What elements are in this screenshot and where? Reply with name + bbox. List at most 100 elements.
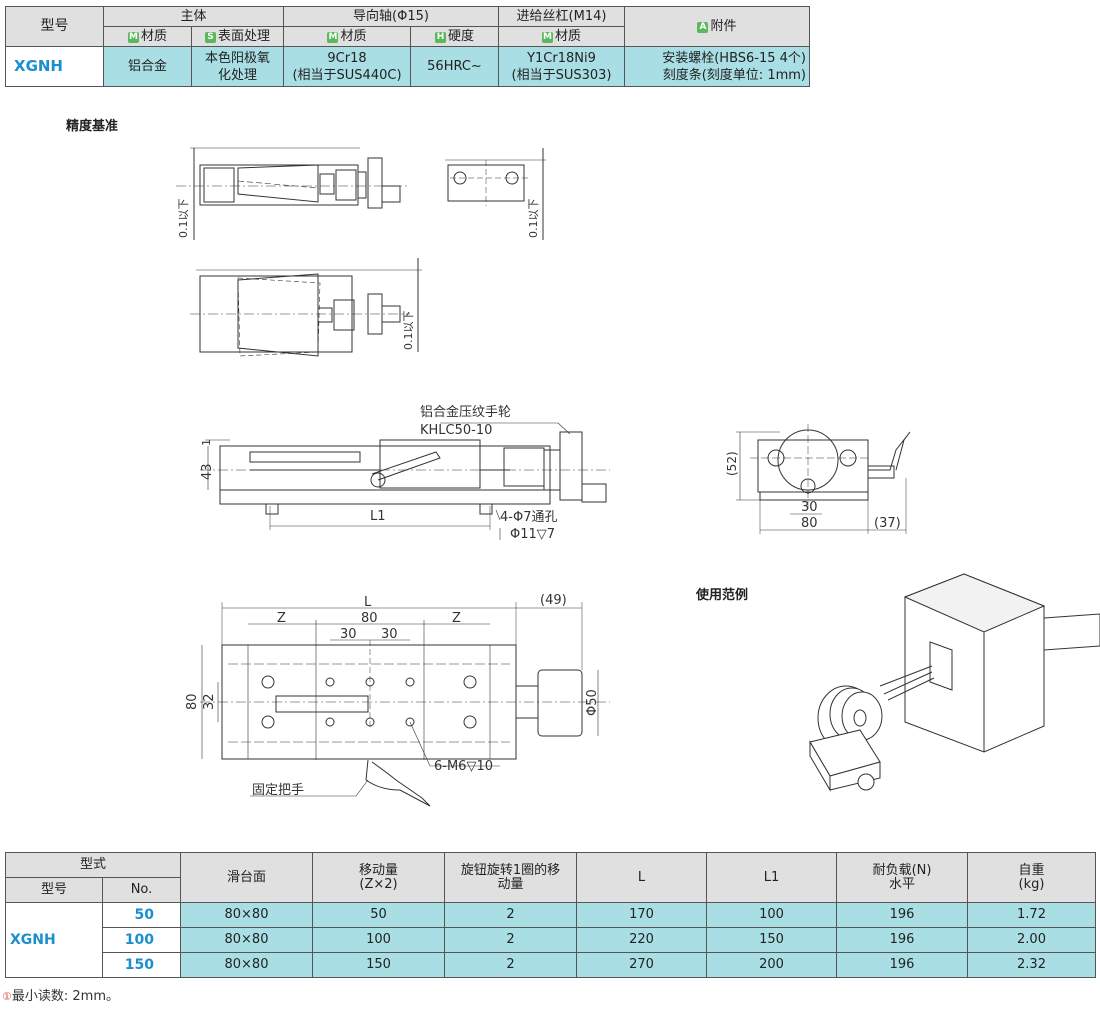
table-header-weight: 自重(kg) <box>967 852 1096 903</box>
weight-header-line-2: (kg) <box>1018 876 1045 892</box>
dim-80b: 80 <box>801 516 818 531</box>
dim-43: 43 <box>200 463 215 480</box>
table-cell-surface: 80×80 <box>180 952 313 978</box>
surface-line-1: 本色阳极氧 <box>204 50 270 66</box>
knob-name-label: 铝合金压纹手轮 <box>420 404 511 420</box>
spec-model: XGNH <box>5 46 104 87</box>
dim-32: 32 <box>202 693 217 710</box>
footnote: ①最小读数: 2mm。 <box>2 985 119 1004</box>
precision-side-view <box>176 147 410 240</box>
load-header-line-1: 耐负载(N) <box>872 862 932 878</box>
model-table: 型式 滑台面 移动量(Z×2) 旋钮旋转1圈的移动量 L L1 耐负载(N)水平… <box>5 852 1096 978</box>
table-header-travel: 移动量(Z×2) <box>312 852 445 903</box>
table-header-load: 耐负载(N)水平 <box>836 852 968 903</box>
table-cell-turn: 2 <box>444 927 577 953</box>
dim-52: (52) <box>725 451 739 476</box>
usage-illustration <box>809 573 1100 792</box>
table-cell-surface: 80×80 <box>180 927 313 953</box>
guide-material-line-2: (相当于SUS440C) <box>292 67 402 83</box>
taps-label: 6-M6▽10 <box>434 759 493 774</box>
travel-header-line-2: (Z×2) <box>359 876 398 892</box>
table-cell-surface: 80×80 <box>180 902 313 928</box>
dim-L: L <box>364 595 372 610</box>
table-row: 150 80×80 150 2 270 200 196 2.32 <box>6 952 1096 978</box>
table-row: XGNH 50 80×80 50 2 170 100 196 1.72 <box>5 902 1096 978</box>
spec-header-feed: 进给丝杠(M14) <box>498 6 625 27</box>
accessory-tag-icon: A <box>697 22 709 33</box>
guide-material-line-1: 9Cr18 <box>327 50 367 66</box>
table-header-form: 型式 <box>5 852 181 878</box>
accessory-line-2: 刻度条(刻度单位: 1mm) <box>662 67 806 83</box>
usage-heading: 使用范例 <box>696 588 749 603</box>
note-icon: ① <box>2 990 12 1003</box>
table-header-L: L <box>576 852 707 903</box>
table-cell-no: 50 <box>102 902 181 928</box>
surface-label: 表面处理 <box>217 29 270 44</box>
accessory-label: 附件 <box>710 19 737 34</box>
table-cell-turn: 2 <box>444 902 577 928</box>
dim-L1: L1 <box>370 509 386 524</box>
technical-drawing: 0.1以下 0.1以下 0.1以下 <box>176 147 1100 807</box>
holes-label: 4-Φ7通孔 <box>500 510 557 525</box>
table-cell-load: 196 <box>836 902 968 928</box>
surface-line-2: 化处理 <box>217 67 257 83</box>
material-tag-icon: M <box>541 32 553 43</box>
dim-Z1: Z <box>277 611 286 626</box>
spec-header-model: 型号 <box>5 6 104 47</box>
table-cell-travel: 150 <box>312 952 445 978</box>
table-cell-L: 270 <box>576 952 707 978</box>
material-tag-icon: M <box>327 32 339 43</box>
load-header-line-2: 水平 <box>888 876 915 892</box>
table-cell-weight: 2.00 <box>967 927 1096 953</box>
tol-label-1: 0.1以下 <box>177 199 190 239</box>
precision-heading: 精度基准 <box>66 119 119 134</box>
spec-header-guide: 导向轴(Φ15) <box>283 6 499 27</box>
spec-body-material: 铝合金 <box>103 46 192 87</box>
surface-tag-icon: S <box>204 32 216 43</box>
precision-end-view <box>445 148 546 240</box>
precision-top-view <box>190 258 422 357</box>
dim-phi50: Φ50 <box>585 689 600 716</box>
spec-hardness: 56HRC~ <box>410 46 499 87</box>
dim-30b: 30 <box>801 500 818 515</box>
table-cell-travel: 100 <box>312 927 445 953</box>
dim-30a: 30 <box>340 627 357 642</box>
table-cell-load: 196 <box>836 927 968 953</box>
table-cell-weight: 2.32 <box>967 952 1096 978</box>
table-header-table-surface: 滑台面 <box>180 852 313 903</box>
travel-header-line-1: 移动量 <box>358 862 398 878</box>
dim-1: 1 <box>200 439 213 446</box>
table-cell-L1: 100 <box>706 902 837 928</box>
turn-header-line-2: 动量 <box>497 876 524 892</box>
tol-label-3: 0.1以下 <box>402 311 415 351</box>
table-header-model: 型号 <box>5 877 103 903</box>
dim-80v: 80 <box>185 693 200 710</box>
table-model: XGNH <box>5 902 103 978</box>
table-cell-L1: 200 <box>706 952 837 978</box>
cbore-label: Φ11▽7 <box>510 527 555 542</box>
dim-Z2: Z <box>452 611 461 626</box>
table-header-per-turn: 旋钮旋转1圈的移动量 <box>444 852 577 903</box>
lever-label: 固定把手 <box>252 783 304 798</box>
table-cell-travel: 50 <box>312 902 445 928</box>
table-cell-weight: 1.72 <box>967 902 1096 928</box>
table-row: 100 80×80 100 2 220 150 196 2.00 <box>6 927 1096 953</box>
material-label: 材质 <box>554 29 581 44</box>
dim-49: (49) <box>540 593 567 608</box>
hardness-tag-icon: H <box>434 32 446 43</box>
feed-material-line-2: (相当于SUS303) <box>511 67 612 83</box>
table-header-no: No. <box>102 877 181 903</box>
dim-80t: 80 <box>361 611 378 626</box>
feed-material-line-1: Y1Cr18Ni9 <box>527 50 596 66</box>
main-top-view <box>200 602 610 807</box>
main-side-view <box>200 422 610 540</box>
tol-label-2: 0.1以下 <box>527 199 540 239</box>
table-cell-L: 220 <box>576 927 707 953</box>
material-label: 材质 <box>340 29 367 44</box>
spec-accessory: 安装螺栓(HBS6-15 4个)刻度条(刻度单位: 1mm) <box>624 46 810 87</box>
knob-code-label: KHLC50-10 <box>420 423 492 438</box>
table-cell-turn: 2 <box>444 952 577 978</box>
